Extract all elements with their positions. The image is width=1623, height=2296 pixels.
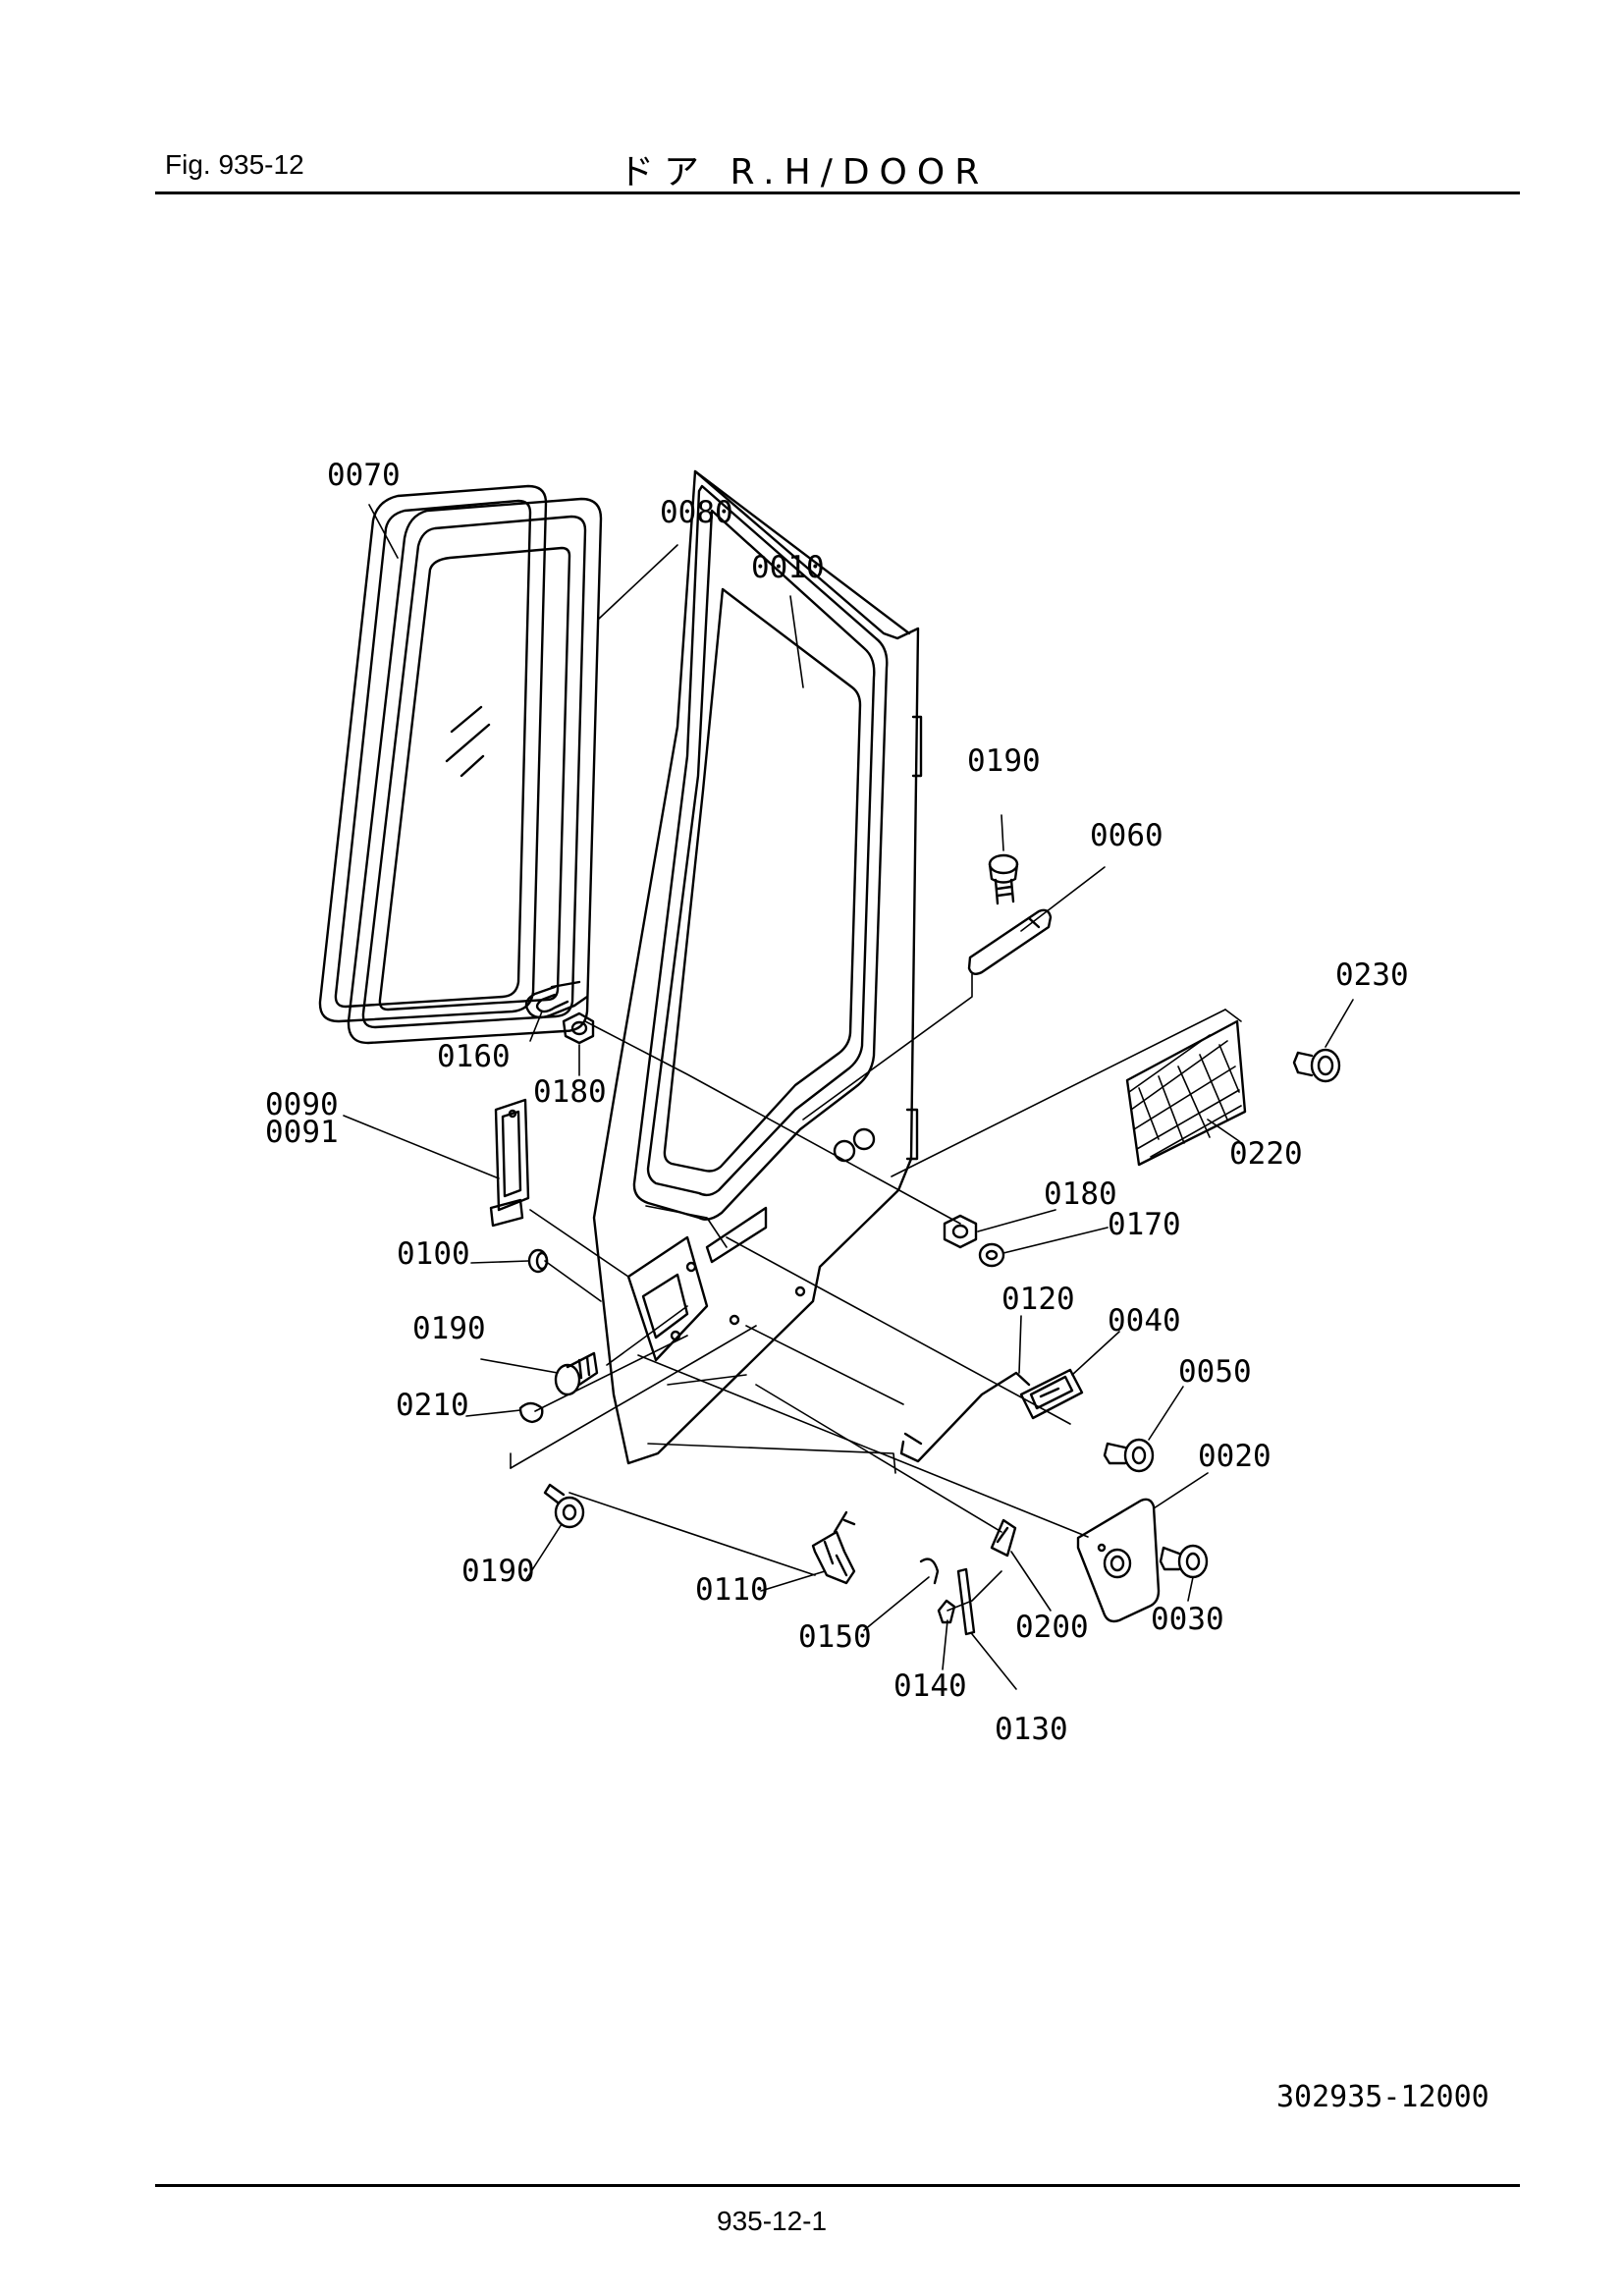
page-title: ドア R.H/DOOR xyxy=(619,152,990,192)
part-label-0110: 0110 xyxy=(695,1572,769,1608)
assembly-lines xyxy=(510,973,1242,1612)
part-label-0220: 0220 xyxy=(1229,1136,1303,1172)
rod-0120 xyxy=(899,1371,1031,1463)
drawing-number: 302935-12000 xyxy=(1276,2080,1489,2114)
part-label-0200: 0200 xyxy=(1015,1610,1089,1645)
part-label-0180-upper: 0180 xyxy=(533,1074,607,1110)
part-label-0130: 0130 xyxy=(995,1712,1068,1747)
part-label-0100: 0100 xyxy=(397,1236,470,1272)
part-label-0150: 0150 xyxy=(798,1619,872,1655)
part-label-0160: 0160 xyxy=(437,1039,511,1074)
bracket-0200 xyxy=(990,1518,1017,1558)
part-label-0060: 0060 xyxy=(1090,818,1163,853)
part-label-0190-upper: 0190 xyxy=(967,743,1041,779)
part-label-0190-middle: 0190 xyxy=(412,1311,486,1346)
part-label-0120: 0120 xyxy=(1001,1282,1075,1317)
nut-0180-upper xyxy=(562,1011,595,1045)
footer-rule xyxy=(155,2184,1520,2187)
bolt-0190-upper xyxy=(988,853,1019,905)
figure-number: Fig. 935-12 xyxy=(165,149,304,180)
bolt-0190-middle xyxy=(554,1351,599,1396)
ubolt-0160 xyxy=(524,980,589,1019)
bolt-0190-lower xyxy=(543,1483,585,1529)
cap-0210 xyxy=(518,1401,544,1424)
part-label-0210: 0210 xyxy=(396,1388,469,1423)
screw-0050 xyxy=(1103,1438,1155,1473)
part-label-0190-lower: 0190 xyxy=(461,1554,535,1589)
part-label-0040: 0040 xyxy=(1108,1303,1181,1339)
part-label-0230: 0230 xyxy=(1335,957,1409,993)
part-label-0010: 0010 xyxy=(751,550,825,585)
glass-0080 xyxy=(347,497,603,1045)
part-label-0080: 0080 xyxy=(660,495,733,530)
part-label-0091: 0091 xyxy=(265,1115,339,1150)
bolt-0230 xyxy=(1292,1048,1341,1083)
door-frame-0010 xyxy=(592,469,923,1465)
handle-0060 xyxy=(967,908,1053,975)
seal-0070 xyxy=(318,484,548,1023)
clip-0150 xyxy=(919,1558,940,1585)
bolt-0030 xyxy=(1159,1544,1209,1579)
part-label-0050: 0050 xyxy=(1178,1354,1252,1390)
part-label-0170: 0170 xyxy=(1108,1207,1181,1242)
page-number: 935-12-1 xyxy=(717,2206,828,2236)
part-label-0140: 0140 xyxy=(893,1668,967,1704)
part-label-0180-lower: 0180 xyxy=(1044,1176,1117,1212)
part-label-0090: 0090 xyxy=(265,1087,339,1122)
inner-handle-0040 xyxy=(1019,1368,1084,1420)
latch-0090 xyxy=(489,1098,530,1228)
lock-0110 xyxy=(811,1510,856,1585)
part-label-0020: 0020 xyxy=(1198,1439,1271,1474)
nut-0180-lower xyxy=(943,1214,978,1249)
pin-0100 xyxy=(527,1248,549,1274)
net-0220 xyxy=(1125,1019,1247,1167)
pin-0140 xyxy=(937,1599,956,1624)
plate-0020 xyxy=(1076,1498,1161,1623)
leader-lines xyxy=(343,504,1354,1690)
header-rule xyxy=(155,191,1520,194)
part-label-0070: 0070 xyxy=(327,458,401,493)
washer-0170 xyxy=(978,1242,1005,1268)
part-label-0030: 0030 xyxy=(1151,1602,1224,1637)
link-0130 xyxy=(956,1567,976,1636)
